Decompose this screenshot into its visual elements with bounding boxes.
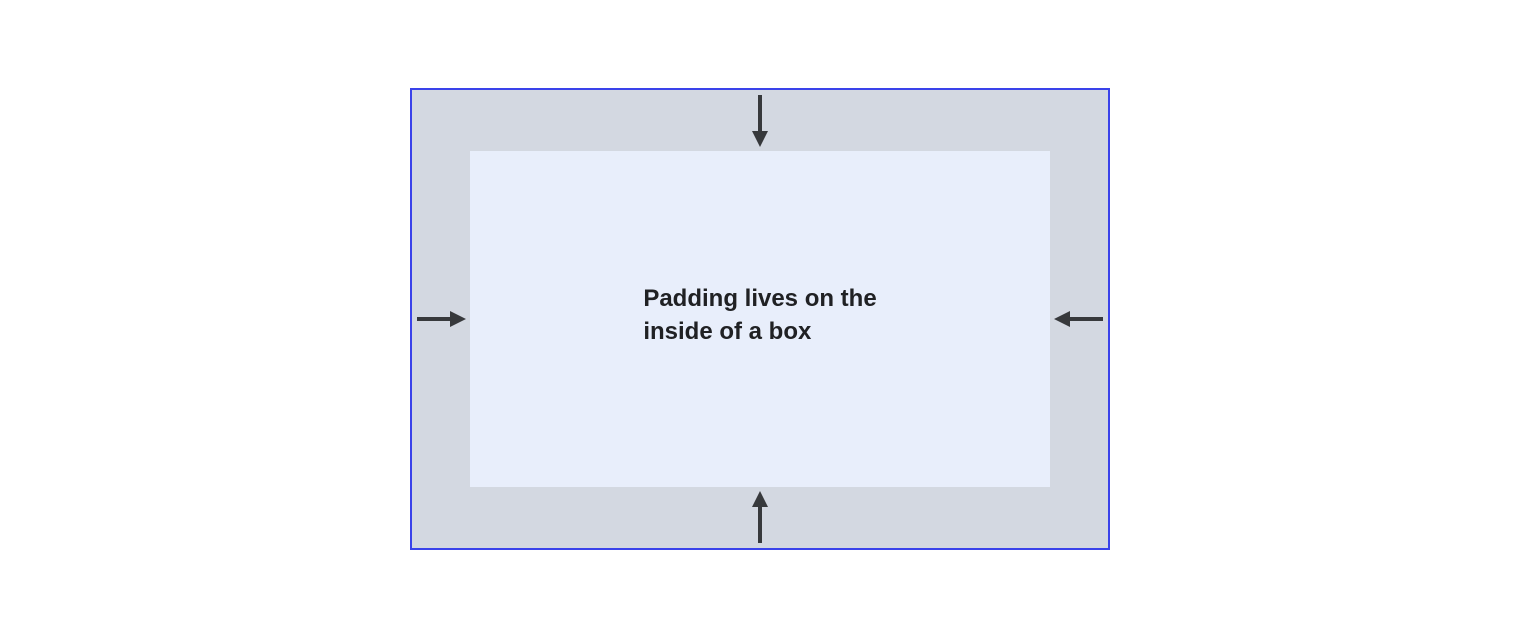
padding-box: Padding lives on the inside of a box bbox=[410, 88, 1110, 550]
arrow-right-icon bbox=[417, 311, 466, 327]
padding-label-line1: Padding lives on the bbox=[643, 285, 877, 312]
padding-label: Padding lives on the inside of a box bbox=[643, 282, 876, 348]
content-box: Padding lives on the inside of a box bbox=[470, 151, 1050, 487]
padding-label-line2: inside of a box bbox=[643, 318, 812, 345]
arrow-up-icon bbox=[752, 491, 768, 543]
arrow-down-icon bbox=[752, 95, 768, 147]
arrow-left-icon bbox=[1054, 311, 1103, 327]
